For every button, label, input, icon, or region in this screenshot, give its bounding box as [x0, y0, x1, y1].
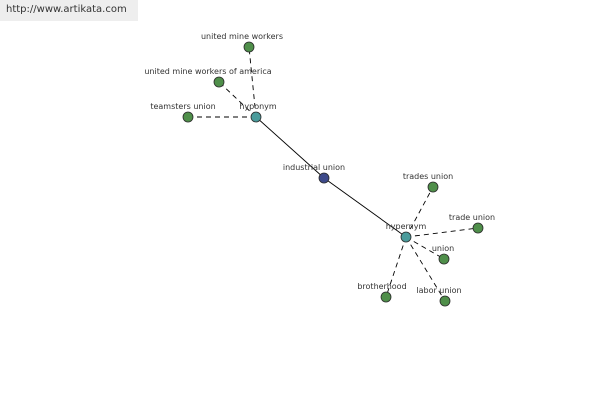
node-united-mine-workers-dot[interactable]: [243, 41, 255, 53]
edge-hyponym-united-mine-workers-of-america: [218, 81, 257, 118]
nodes-layer: industrial union hyponym hypernym united mi…: [144, 32, 495, 307]
node-trades-union[interactable]: trades union: [403, 172, 453, 193]
edge-hypernym-union: [405, 236, 445, 260]
node-labor-union-label: labor union: [416, 286, 461, 295]
edge-hypernym-trade-union: [405, 227, 479, 238]
node-hyponym-dot[interactable]: [250, 111, 262, 123]
node-united-mine-workers-label: united mine workers: [201, 32, 283, 41]
node-industrial-union-dot[interactable]: [318, 172, 330, 184]
node-trades-union-dot[interactable]: [427, 181, 439, 193]
node-trades-union-label: trades union: [403, 172, 453, 181]
node-hyponym-label: hyponym: [239, 102, 277, 111]
node-hypernym-label: hypernym: [386, 222, 427, 231]
node-union-dot[interactable]: [438, 253, 450, 265]
node-union[interactable]: union: [432, 244, 454, 265]
node-united-mine-workers-of-america-dot[interactable]: [213, 76, 225, 88]
node-brotherhood-label: brotherhood: [357, 282, 406, 291]
node-labor-union-dot[interactable]: [439, 295, 451, 307]
site-url-link[interactable]: http://www.artikata.com: [0, 0, 138, 21]
node-united-mine-workers-of-america-label: united mine workers of america: [144, 67, 271, 76]
node-hypernym[interactable]: hypernym: [386, 222, 427, 243]
edge-industrial-union-hypernym: [323, 177, 407, 238]
node-labor-union[interactable]: labor union: [416, 286, 462, 307]
edge-industrial-union-hyponym: [255, 116, 325, 179]
node-brotherhood-dot[interactable]: [380, 291, 392, 303]
node-trade-union-label: trade union: [449, 213, 495, 222]
node-union-label: union: [432, 244, 454, 253]
node-hyponym[interactable]: hyponym: [239, 102, 277, 123]
node-united-mine-workers[interactable]: united mine workers: [201, 32, 283, 53]
node-industrial-union[interactable]: industrial union: [283, 163, 345, 184]
edge-hyponym-united-mine-workers: [248, 46, 257, 118]
node-united-mine-workers-of-america[interactable]: united mine workers of america: [144, 67, 272, 88]
node-teamsters-union-label: teamsters union: [150, 102, 215, 111]
edge-hypernym-brotherhood: [385, 236, 407, 298]
node-teamsters-union[interactable]: teamsters union: [150, 102, 216, 123]
node-trade-union-dot[interactable]: [472, 222, 484, 234]
node-teamsters-union-dot[interactable]: [182, 111, 194, 123]
edge-hypernym-trades-union: [405, 186, 434, 238]
edge-hypernym-labor-union: [405, 236, 446, 302]
edges-layer: [188, 46, 479, 302]
node-trade-union[interactable]: trade union: [449, 213, 495, 234]
node-brotherhood[interactable]: brotherhood: [357, 282, 407, 303]
node-hypernym-dot[interactable]: [400, 231, 412, 243]
node-industrial-union-label: industrial union: [283, 163, 345, 172]
